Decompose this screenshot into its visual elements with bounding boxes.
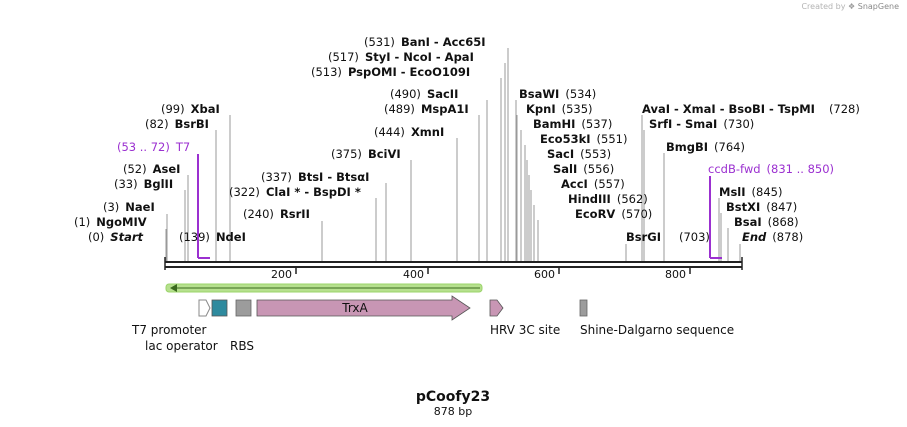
lac-operator-box xyxy=(211,299,228,317)
site-label: (490)SacII xyxy=(390,87,458,101)
credit-prefix: Created by xyxy=(801,2,846,11)
primer-label-ccdb-fwd: ccdB-fwd(831 .. 850) xyxy=(708,162,834,176)
site-label: KpnI(535) xyxy=(526,102,593,116)
credit-brand: SnapGene xyxy=(857,2,899,11)
site-label: (513)PspOMI - EcoO109I xyxy=(311,65,470,79)
site-label: (0)Start xyxy=(88,230,144,244)
leader-lines xyxy=(165,48,741,262)
site-label: HindIII(562) xyxy=(568,192,648,206)
primer-t7-marker xyxy=(197,154,210,259)
t7-promoter-arrow xyxy=(198,299,211,317)
shine-dalgarno-box xyxy=(579,299,588,317)
site-label: (33)BglII xyxy=(114,177,173,191)
site-label: EcoRV(570) xyxy=(575,207,652,221)
site-label: BmgBI(764) xyxy=(666,140,745,154)
plasmid-name: pCoofy23 xyxy=(416,389,490,405)
rbs-box xyxy=(235,299,252,317)
feature-label-shine-dalgarno: Shine-Dalgarno sequence xyxy=(580,323,734,337)
site-label: (240)RsrII xyxy=(243,207,310,221)
site-label: Eco53kI(551) xyxy=(540,132,627,146)
site-label: (52)AseI xyxy=(123,162,180,176)
site-label: (322)ClaI * - BspDI * xyxy=(229,185,361,199)
site-label: (444)XmnI xyxy=(374,125,444,139)
site-label: BamHI(537) xyxy=(533,117,612,131)
site-label: BsrGI(703) xyxy=(626,230,710,244)
snapgene-logo-icon: ❖ xyxy=(848,2,856,11)
sequence-ruler: 200 400 600 800 xyxy=(164,257,743,281)
site-label: SrfI - SmaI(730) xyxy=(649,117,754,131)
feature-label-rbs: RBS xyxy=(230,339,254,353)
site-label: MslI(845) xyxy=(719,185,782,199)
snapgene-credit: Created by ❖ SnapGene xyxy=(801,2,899,11)
site-label: (337)BtsI - BtsαI xyxy=(261,170,369,184)
site-label: (3)NaeI xyxy=(103,200,155,214)
ruler-tick-label: 600 xyxy=(534,268,555,281)
site-label: (517)StyI - NcoI - ApaI xyxy=(328,50,474,64)
site-label: (139)NdeI xyxy=(179,230,246,244)
feature-label-lac-operator: lac operator xyxy=(145,339,218,353)
feature-label-t7-promoter: T7 promoter xyxy=(131,323,207,337)
site-label: BstXI(847) xyxy=(726,200,797,214)
site-label: BsaWI(534) xyxy=(519,87,596,101)
ruler-tick-label: 400 xyxy=(403,268,424,281)
site-label: End(878) xyxy=(742,230,803,244)
hrv-3c-site-arrow xyxy=(489,299,504,317)
site-label: (531)BanI - Acc65I xyxy=(364,35,486,49)
primer-ccdb-fwd-marker xyxy=(709,176,722,259)
feature-label-hrv-3c-site: HRV 3C site xyxy=(490,323,560,337)
site-label: (82)BsrBI xyxy=(145,117,209,131)
site-label: AccI(557) xyxy=(561,177,625,191)
plasmid-length: 878 bp xyxy=(434,405,472,418)
site-label: AvaI - XmaI - BsoBI - TspMI(728) xyxy=(642,102,860,116)
ruler-tick-label: 800 xyxy=(665,268,686,281)
site-label: SacI(553) xyxy=(547,147,611,161)
feature-label-trxa: TrxA xyxy=(341,301,368,315)
trxa-arrow xyxy=(256,295,471,321)
primer-label-t7: (53 .. 72)T7 xyxy=(117,140,190,154)
site-label: SalI(556) xyxy=(553,162,614,176)
site-label: (1)NgoMIV xyxy=(74,215,147,229)
site-label: BsaI(868) xyxy=(734,215,799,229)
orf-arrow xyxy=(165,283,483,293)
site-label: (375)BciVI xyxy=(331,147,401,161)
site-label: (489)MspA1I xyxy=(384,102,469,116)
site-label: (99)XbaI xyxy=(161,102,220,116)
ruler-tick-label: 200 xyxy=(271,268,292,281)
